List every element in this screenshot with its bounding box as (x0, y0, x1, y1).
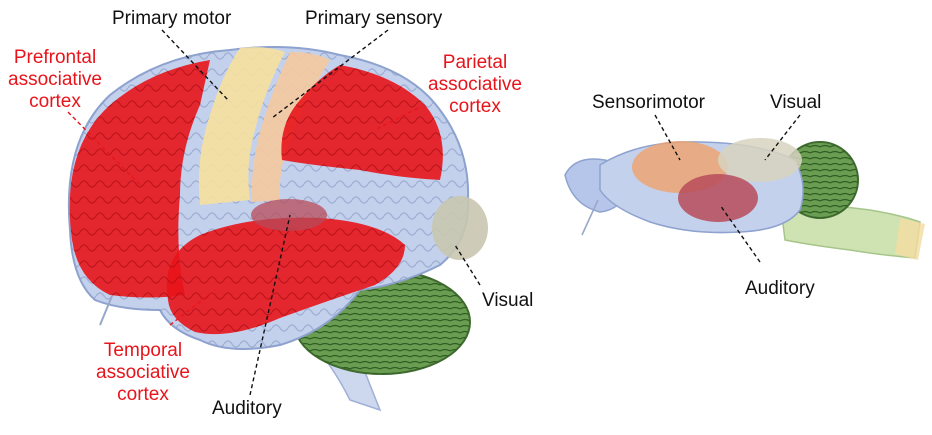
label-parietal-line1: Parietal (442, 52, 508, 73)
mouse-brain (564, 138, 925, 260)
human-visual-region (432, 196, 488, 260)
label-mouse-auditory: Auditory (745, 278, 815, 299)
label-prefrontal-line2: associative (8, 69, 102, 90)
human-auditory-region (251, 199, 327, 231)
label-parietal-line3: cortex (449, 96, 501, 117)
mouse-auditory-region (678, 174, 758, 222)
label-temporal-line3: cortex (117, 384, 169, 405)
label-primary-sensory: Primary sensory (305, 8, 443, 29)
label-mouse-sensorimotor: Sensorimotor (592, 92, 705, 113)
primary-motor-region (198, 47, 285, 205)
human-leader-lines (67, 29, 481, 396)
label-human-auditory: Auditory (212, 398, 282, 419)
mouse-leader-lines (654, 114, 801, 263)
label-temporal: Temporal associative cortex (96, 340, 190, 406)
human-brain (67, 45, 488, 412)
mouse-visual-region (718, 138, 802, 182)
label-prefrontal-line3: cortex (29, 91, 81, 112)
label-primary-motor: Primary motor (112, 8, 232, 29)
label-mouse-visual: Visual (770, 92, 822, 113)
label-parietal-line2: associative (428, 74, 522, 95)
label-temporal-line2: associative (96, 362, 190, 383)
label-prefrontal-line1: Prefrontal (13, 47, 97, 68)
label-prefrontal: Prefrontal associative cortex (8, 47, 102, 113)
label-temporal-line1: Temporal (103, 340, 183, 361)
label-human-visual: Visual (482, 290, 534, 311)
label-parietal: Parietal associative cortex (428, 52, 522, 118)
